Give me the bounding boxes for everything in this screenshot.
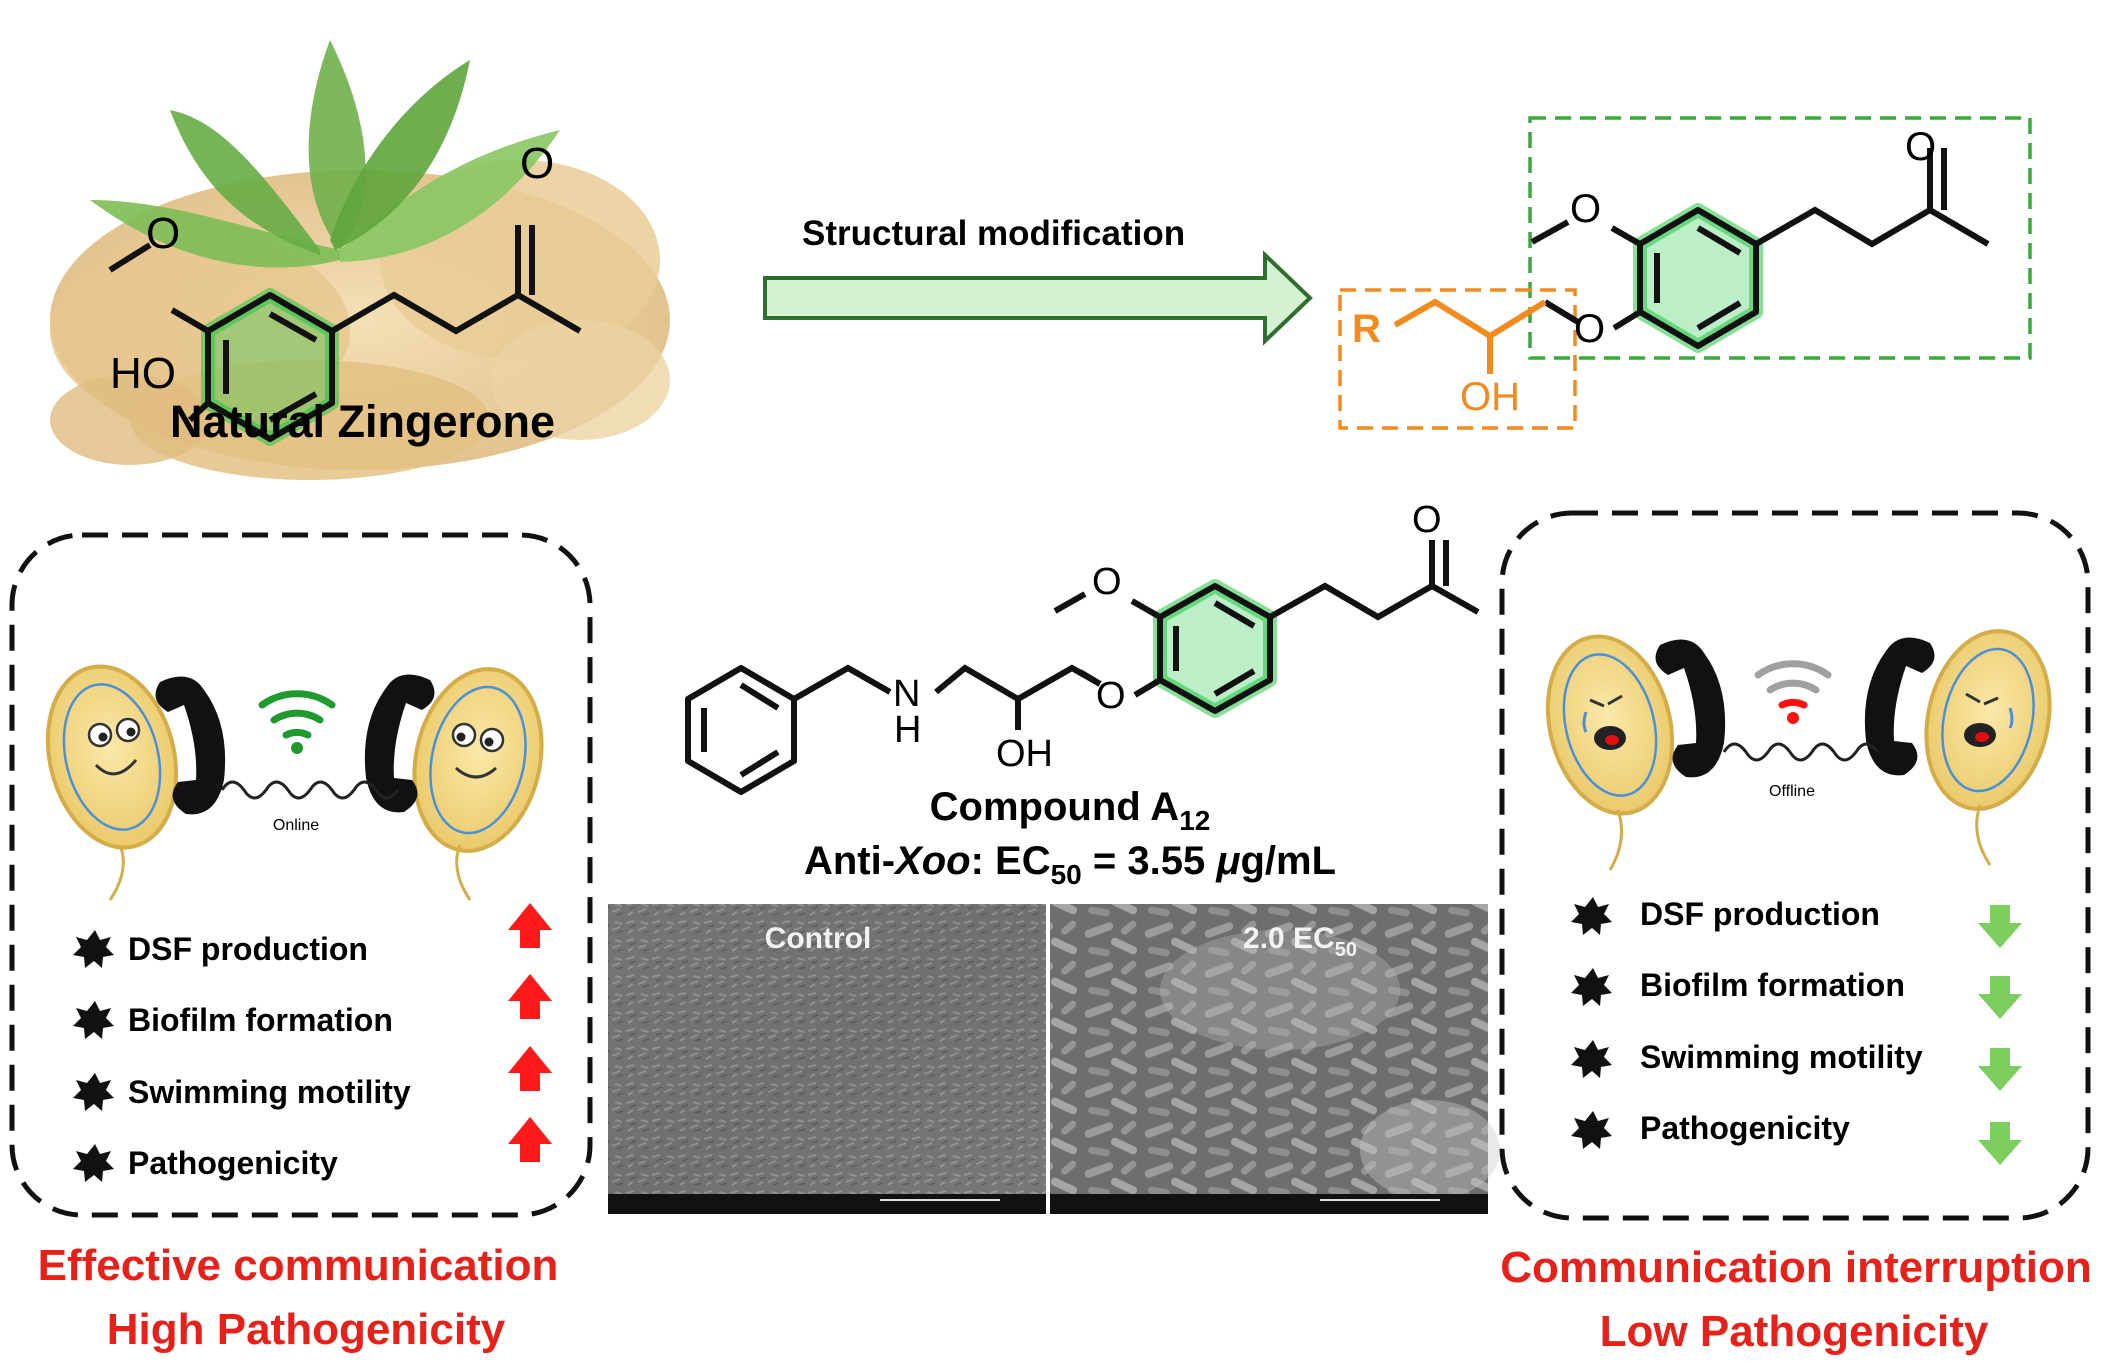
arrow-up-icon [508, 1046, 552, 1091]
list-item: Pathogenicity [1571, 1110, 2022, 1165]
arrow-up-icon [508, 903, 552, 948]
wifi-online-icon [258, 690, 336, 754]
sem-treated-image: 2.0 EC50 [1050, 904, 1500, 1214]
list-item: DSF production [73, 903, 552, 968]
methoxy-o-label-mod: O [1570, 187, 1601, 231]
left-panel: Online DSF production Biofilm formation … [9, 532, 593, 1354]
right-caption-line2: Low Pathogenicity [1600, 1307, 1989, 1356]
hydroxyl-label: OH [996, 733, 1053, 775]
bacterium-right-a [1545, 634, 1675, 871]
list-item: Swimming motility [1571, 1039, 2022, 1091]
ether-o-label-mod: O [1574, 307, 1605, 351]
right-panel-border [1499, 510, 2091, 1221]
r-group-label: R [1352, 307, 1381, 351]
hydroxy-label: HO [110, 349, 176, 398]
bullet-icon [1571, 1111, 1612, 1149]
arrow-up-icon [508, 974, 552, 1019]
bacterium-left-b [412, 667, 544, 901]
list-item: Biofilm formation [1571, 967, 2022, 1019]
phone-right-a-icon [1655, 639, 1726, 778]
offline-status-label: Offline [1769, 783, 1815, 800]
activity-label: Anti-Xoo: EC50 = 3.55 μg/mL [804, 839, 1336, 890]
bullet-icon [1571, 1040, 1612, 1078]
phone-right-b-icon [1864, 637, 1935, 776]
compound-name: Compound A12 [930, 785, 1211, 836]
compound-a12-structure: N H OH O O O [685, 499, 1480, 795]
list-item-label: DSF production [1640, 896, 1880, 932]
arrow-label: Structural modification [802, 214, 1185, 253]
bullet-icon [73, 1001, 114, 1039]
bacterium-right-b [1924, 629, 2052, 866]
list-item-label: Swimming motility [128, 1074, 411, 1110]
list-item-label: Pathogenicity [1640, 1110, 1850, 1146]
wifi-offline-icon [1754, 660, 1832, 724]
left-feature-list: DSF production Biofilm formation Swimmin… [73, 903, 552, 1182]
bacterium-left-a [45, 664, 179, 901]
sem-treated-label: 2.0 EC50 [1243, 922, 1357, 961]
bullet-icon [73, 1073, 114, 1111]
arrow-down-icon [1978, 976, 2022, 1019]
structural-modification-arrow: Structural modification [763, 214, 1313, 346]
amine-n-label: N [893, 673, 920, 715]
list-item-label: Pathogenicity [128, 1145, 338, 1181]
arrow-down-icon [1978, 1122, 2022, 1165]
list-item-label: DSF production [128, 931, 368, 967]
methoxy-o-label: O [1092, 561, 1122, 603]
sem-control-label: Control [765, 922, 872, 955]
ether-o-label: O [1096, 675, 1126, 717]
carbonyl-o-label: O [1412, 499, 1442, 541]
left-caption-line2: High Pathogenicity [107, 1305, 506, 1354]
list-item: DSF production [1571, 896, 2022, 948]
zingerone-structure: O O HO Natural Zingerone [108, 139, 582, 447]
bullet-icon [73, 930, 114, 968]
sidechain-highlight-box [1338, 288, 1577, 430]
bullet-icon [1571, 897, 1612, 935]
left-caption-line1: Effective communication [38, 1241, 559, 1290]
list-item-label: Swimming motility [1640, 1039, 1923, 1075]
online-status-label: Online [273, 817, 319, 834]
right-feature-list: DSF production Biofilm formation Swimmin… [1571, 896, 2022, 1165]
phone-left-a-icon [155, 676, 226, 815]
right-panel: Offline DSF production Biofilm formation… [1499, 510, 2092, 1356]
left-panel-border [9, 532, 593, 1218]
carbonyl-o-label: O [520, 139, 554, 188]
arrow-down-icon [1978, 905, 2022, 948]
modified-structure: O O O R OH [1338, 116, 2032, 430]
list-item-label: Biofilm formation [128, 1002, 393, 1038]
bullet-icon [73, 1144, 114, 1182]
arrow-up-icon [508, 1117, 552, 1162]
core-highlight-box [1528, 116, 2032, 360]
phone-left-b-icon [364, 674, 435, 813]
right-caption-line1: Communication interruption [1500, 1243, 2092, 1292]
list-item: Pathogenicity [73, 1117, 552, 1182]
amine-h-label: H [894, 709, 921, 751]
hydroxyl-label-mod: OH [1460, 375, 1520, 419]
list-item-label: Biofilm formation [1640, 967, 1905, 1003]
carbonyl-o-label-mod: O [1905, 125, 1936, 169]
list-item: Biofilm formation [73, 974, 552, 1039]
natural-zingerone-label: Natural Zingerone [170, 396, 555, 447]
compound-caption: Compound A12 Anti-Xoo: EC50 = 3.55 μg/mL [804, 785, 1336, 890]
phone-cord-right [1722, 742, 1880, 762]
arrow-down-icon [1978, 1048, 2022, 1091]
list-item: Swimming motility [73, 1046, 552, 1111]
sem-control-image: Control [608, 904, 1046, 1214]
methoxy-o-label: O [146, 209, 180, 258]
bullet-icon [1571, 968, 1612, 1006]
phone-cord-left [220, 780, 400, 800]
